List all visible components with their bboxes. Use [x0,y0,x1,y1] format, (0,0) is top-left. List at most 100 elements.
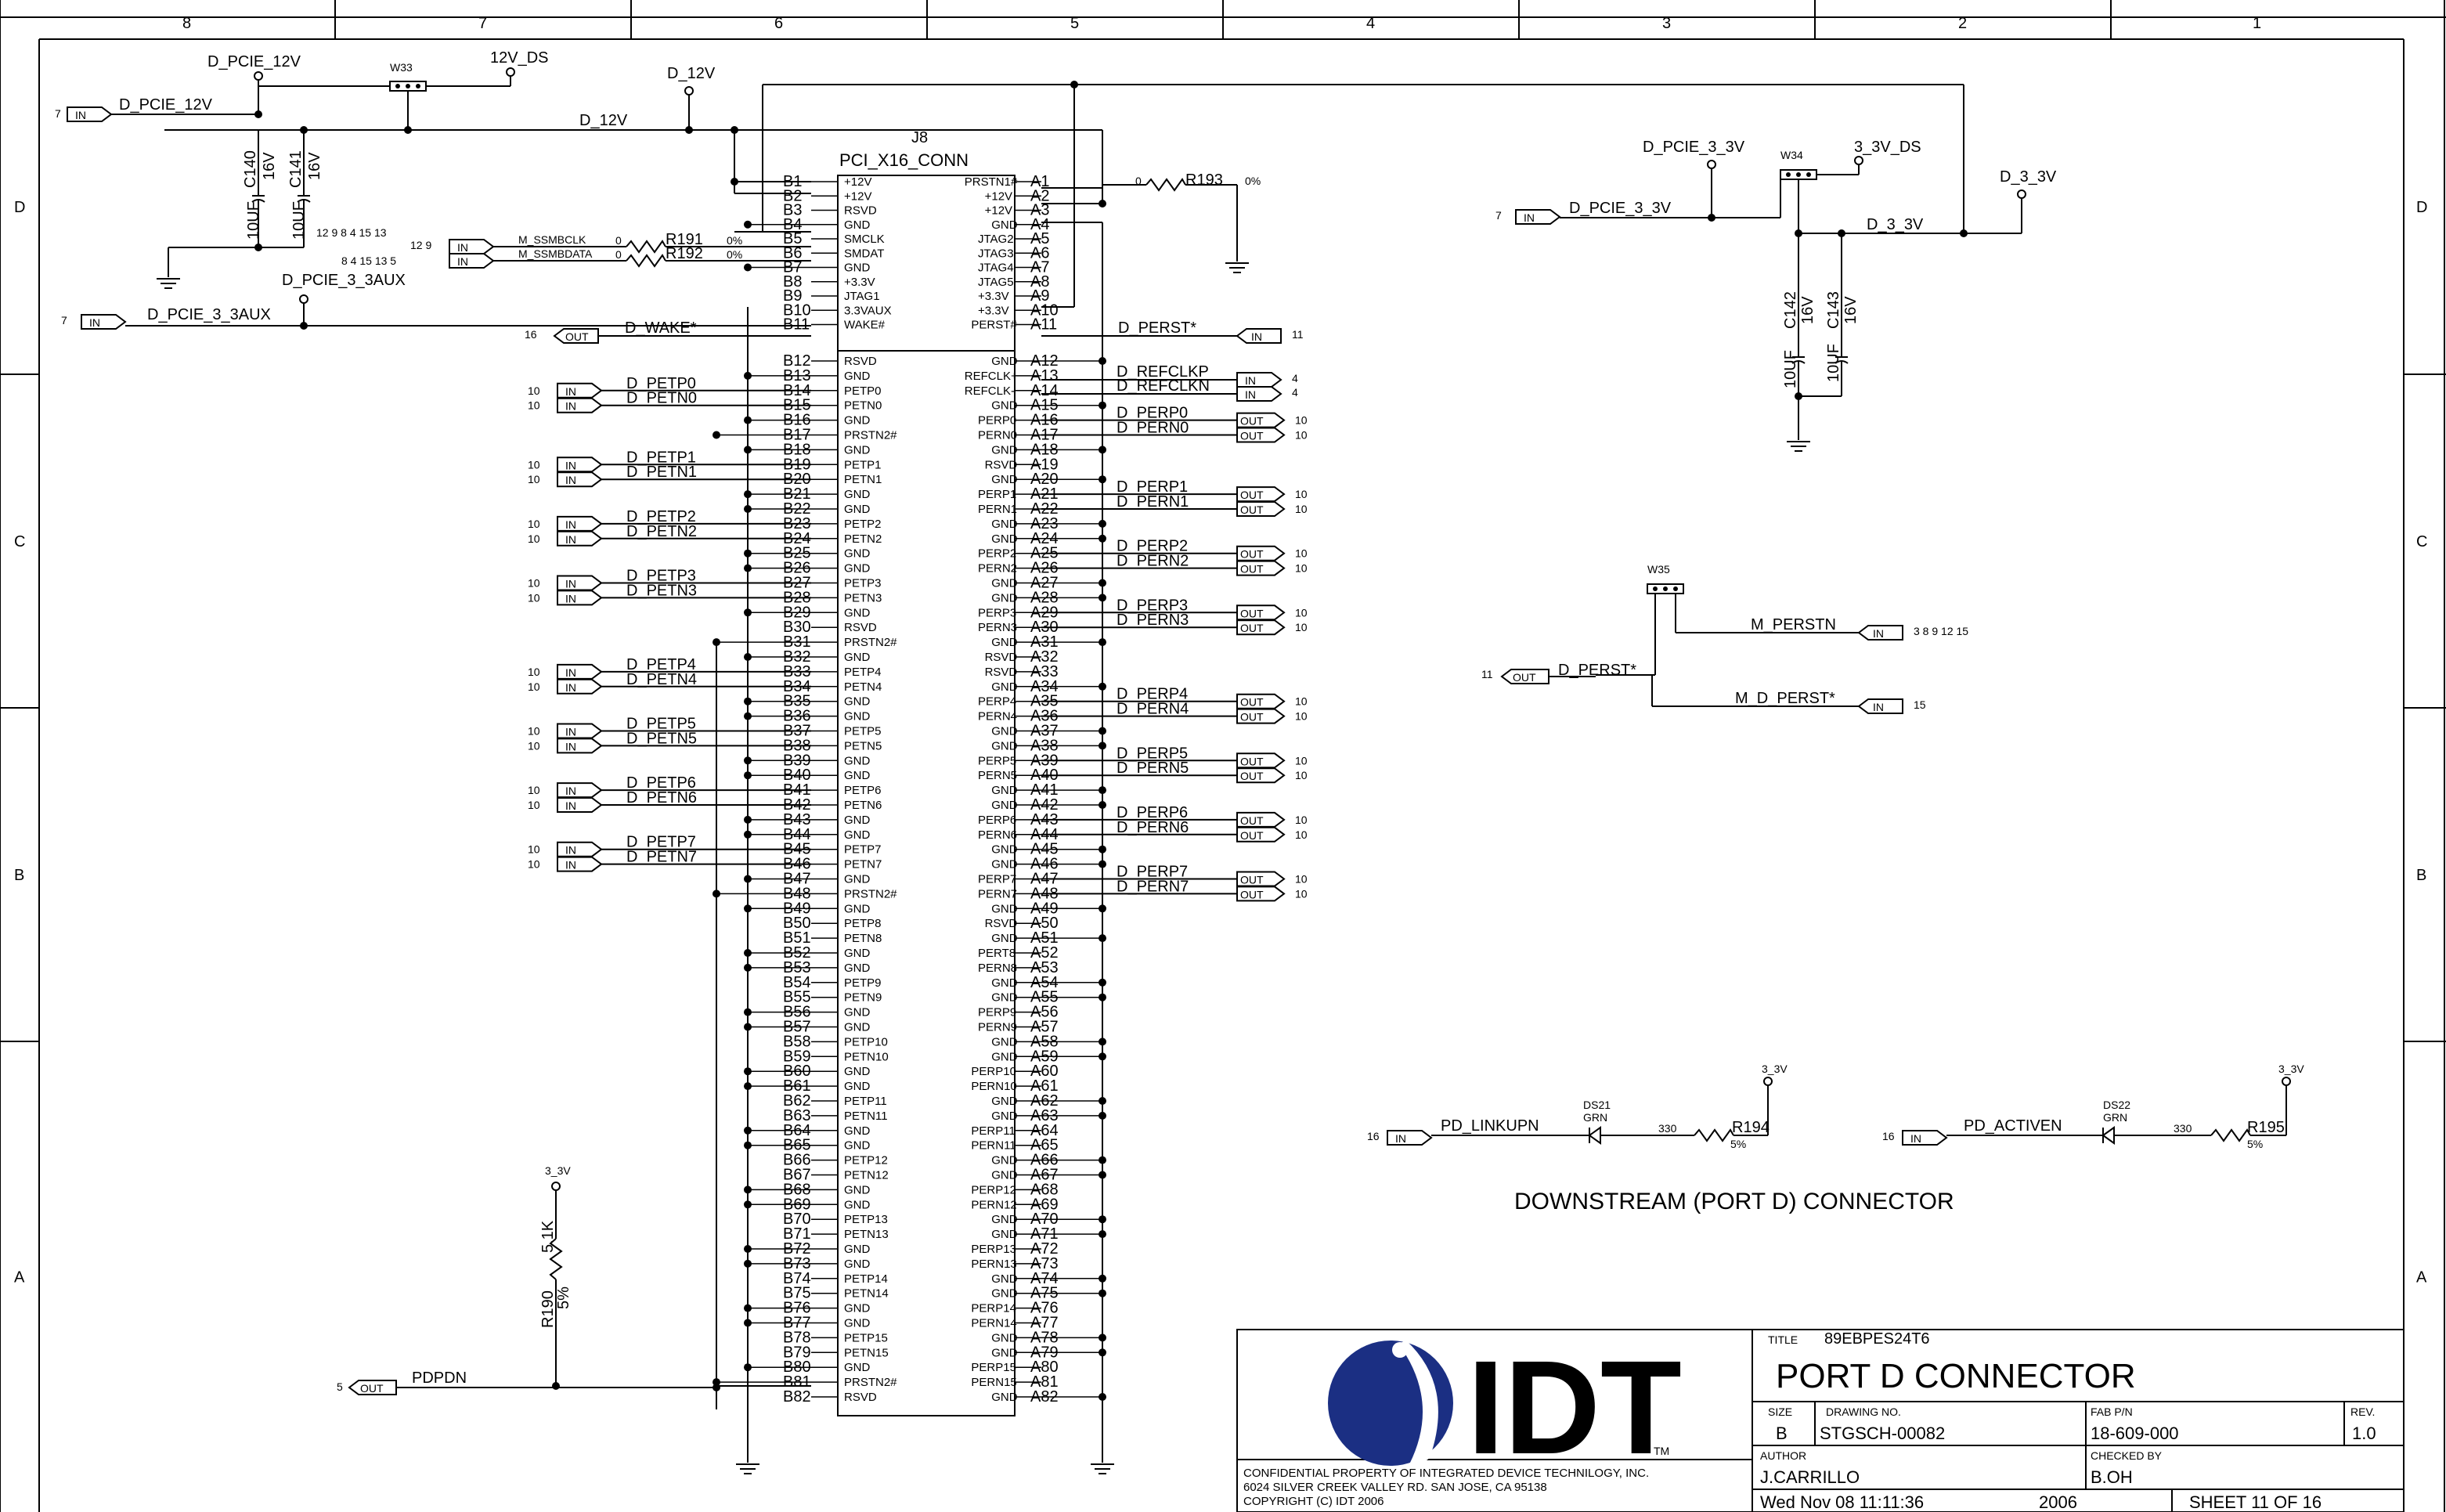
pin-name: PETP12 [844,1154,888,1167]
pin-b2: B2+12V [783,187,871,204]
net-d-3-3v: D_3_3V [1867,216,1924,233]
port-in-m-ssmbdata: IN [449,253,495,269]
port-out-label: OUT [1240,415,1264,428]
resistor-r191: R191 [666,231,703,248]
pin-a3: A3+12V [985,202,1050,219]
pin-number: B51 [783,929,811,947]
pin-name: GND [844,1302,871,1315]
pin-name: WAKE# [844,319,886,332]
pin-number: A11 [1030,316,1057,334]
rev-value: 1.0 [2352,1424,2376,1443]
pin-name: PRSTN2# [844,887,897,900]
net-d-petn6: D_PETN6 [626,789,697,807]
svg-text:10UF: 10UF [245,201,262,240]
net-d-perp5: D_PERP5 [1117,745,1188,762]
port-out-label: OUT [1240,770,1264,782]
pin-name: GND [991,1346,1018,1359]
pin-name: PETN15 [844,1346,889,1359]
pin-name: PETP10 [844,1035,888,1048]
pin-name: +3.3V [978,290,1009,303]
pin-name: PETN4 [844,680,882,694]
svg-text:IN: IN [1245,388,1256,401]
pin-name: PERP14 [971,1302,1016,1315]
port-in-label: IN [565,459,576,471]
pin-name: GND [844,962,871,975]
pin-number: B63 [783,1107,811,1124]
svg-text:16V: 16V [1799,296,1816,324]
print-year: 2006 [2039,1492,2077,1512]
port-in-label: IN [565,578,576,590]
pin-name: PERN10 [971,1080,1016,1093]
pin-name: PETP15 [844,1331,888,1344]
net-m-perstn: M_PERSTN [1751,616,1836,633]
pin-name: PERP10 [971,1065,1016,1078]
pin-name: GND [844,873,871,886]
pin-name: PERP12 [971,1183,1016,1196]
sheet-number: SHEET 11 OF 16 [2189,1492,2322,1512]
pin-name: GND [844,1065,871,1078]
pin-number: A68 [1030,1181,1059,1198]
svg-text:3_3V: 3_3V [1762,1063,1788,1075]
checked-by: B.OH [2091,1467,2133,1487]
port-in-d-pcie-3-3v: IN 7 [1495,209,1561,225]
pin-name: GND [844,562,871,576]
pin-name: PERP13 [971,1243,1016,1256]
led-ds21: DS21 [1583,1099,1611,1111]
net-d-petp7: D_PETP7 [626,834,696,851]
pin-name: PERN15 [971,1376,1016,1389]
port-sheet-ref: 10 [528,591,540,604]
pin-name: SMDAT [844,247,884,260]
pin-name: GND [844,902,871,915]
pin-name: GND [991,680,1018,694]
pin-name: PETN10 [844,1050,889,1063]
svg-text:OUT: OUT [1513,671,1536,684]
net-d-perst-w35: D_PERST* [1558,662,1636,679]
pin-name: PERP7 [978,873,1016,886]
led-linkup-circuit: IN 16 PD_LINKUPN DS21 GRN 330 3_3V R194 … [1367,1063,1788,1150]
pin-name: +3.3V [978,304,1009,317]
idt-logo: IDT TM [1328,1333,1682,1482]
pin-number: A61 [1030,1077,1059,1095]
pin-number: B55 [783,989,811,1006]
port-sheet-ref: 10 [1295,814,1308,826]
pin-name: GND [844,370,871,383]
frame-row-left-A: A [14,1269,25,1286]
pin-name: PERP3 [978,606,1016,619]
pin-number: B58 [783,1033,811,1050]
port-sheet-ref: 10 [528,666,540,678]
port-out-label: OUT [1240,607,1264,619]
port-sheet-ref: 10 [528,532,540,545]
author-name: J.CARRILLO [1760,1467,1860,1487]
port-out-label: OUT [1240,503,1264,516]
pin-number: B66 [783,1152,811,1169]
port-sheet-ref: 10 [1295,606,1308,619]
port-sheet-ref: 10 [528,799,540,811]
port-out-d-wake: OUT 16 [525,328,599,344]
net-3-3v-ds: 3_3V_DS [1854,139,1921,156]
pin-name: GND [991,1095,1018,1108]
net-d-pern4: D_PERN4 [1117,701,1189,718]
pin-name: JTAG1 [844,290,880,303]
